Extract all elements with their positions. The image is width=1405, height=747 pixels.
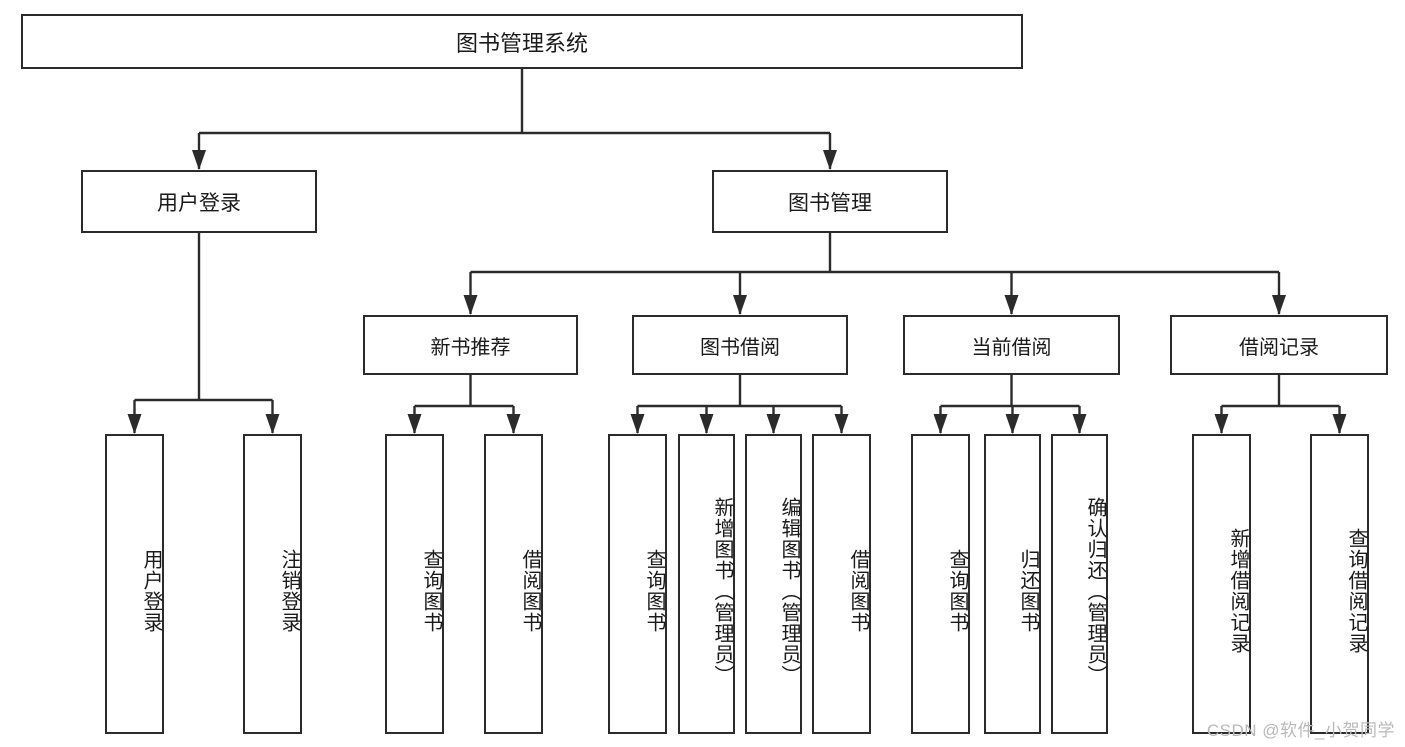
arrow-icon-book-borrow [733, 295, 747, 315]
node-label-leaf-query-book-1: 查询图书 [420, 549, 442, 633]
arrow-icon-leaf-user-logout [265, 414, 280, 434]
node-label-leaf-borrow-book-1: 借阅图书 [519, 549, 541, 633]
node-borrow-record[interactable]: 借阅记录 [1170, 315, 1388, 375]
node-label-leaf-confirm-return: 确认归还（管理员） [1084, 496, 1106, 686]
arrow-icon-leaf-query-book-2 [630, 414, 645, 434]
arrow-icon-leaf-confirm-return [1072, 414, 1087, 434]
node-label-current-borrow: 当前借阅 [971, 336, 1052, 359]
node-new-book-rec[interactable]: 新书推荐 [363, 315, 578, 375]
node-label-root: 图书管理系统 [455, 30, 588, 56]
arrow-icon-leaf-query-book-1 [407, 414, 422, 434]
arrow-icon-leaf-borrow-book-2 [834, 414, 849, 434]
node-label-leaf-edit-book: 编辑图书（管理员） [778, 496, 800, 686]
watermark-text: CSDN @软件_小贺同学 [1206, 721, 1395, 740]
node-label-leaf-add-book: 新增图书（管理员） [711, 496, 733, 686]
node-label-book-manage: 图书管理 [788, 191, 872, 215]
node-leaf-query-book-3[interactable]: 查询图书 [911, 434, 970, 734]
arrow-icon-new-book-rec [463, 295, 478, 315]
node-book-manage[interactable]: 图书管理 [712, 170, 948, 233]
node-leaf-add-book[interactable]: 新增图书（管理员） [678, 434, 735, 734]
node-leaf-edit-book[interactable]: 编辑图书（管理员） [745, 434, 802, 734]
node-leaf-add-record[interactable]: 新增借阅记录 [1192, 434, 1251, 734]
node-label-leaf-return-book: 归还图书 [1017, 549, 1039, 633]
arrow-icon-leaf-return-book [1005, 414, 1020, 434]
node-leaf-return-book[interactable]: 归还图书 [984, 434, 1041, 734]
node-leaf-query-book-2[interactable]: 查询图书 [608, 434, 667, 734]
arrow-icon-leaf-user-login [127, 414, 142, 434]
arrow-icon-borrow-record [1272, 295, 1286, 315]
node-label-user-login: 用户登录 [157, 191, 241, 215]
node-label-leaf-query-book-3: 查询图书 [946, 549, 968, 633]
arrow-icon-user-login [192, 150, 206, 170]
node-book-borrow[interactable]: 图书借阅 [632, 315, 848, 375]
node-label-leaf-user-login: 用户登录 [140, 549, 162, 633]
node-leaf-user-logout[interactable]: 注销登录 [243, 434, 302, 734]
node-leaf-borrow-book-2[interactable]: 借阅图书 [812, 434, 871, 734]
arrow-icon-leaf-edit-book [766, 414, 781, 434]
node-root[interactable]: 图书管理系统 [21, 14, 1023, 69]
node-label-leaf-query-record: 查询借阅记录 [1345, 528, 1367, 654]
node-leaf-query-record[interactable]: 查询借阅记录 [1310, 434, 1369, 734]
arrow-icon-current-borrow [1004, 295, 1019, 315]
node-label-borrow-record: 借阅记录 [1239, 336, 1319, 359]
node-label-new-book-rec: 新书推荐 [430, 336, 511, 359]
node-user-login[interactable]: 用户登录 [81, 170, 317, 233]
node-label-leaf-user-logout: 注销登录 [278, 549, 300, 633]
node-current-borrow[interactable]: 当前借阅 [903, 315, 1120, 375]
node-leaf-user-login[interactable]: 用户登录 [105, 434, 164, 734]
node-label-leaf-query-book-2: 查询图书 [643, 549, 665, 633]
arrow-icon-leaf-add-record [1214, 414, 1229, 434]
node-label-leaf-add-record: 新增借阅记录 [1227, 528, 1249, 654]
node-label-leaf-borrow-book-2: 借阅图书 [847, 549, 869, 633]
arrow-icon-leaf-add-book [699, 414, 714, 434]
node-leaf-query-book-1[interactable]: 查询图书 [385, 434, 444, 734]
node-leaf-borrow-book-1[interactable]: 借阅图书 [484, 434, 543, 734]
arrow-icon-book-manage [823, 150, 837, 170]
node-label-book-borrow: 图书借阅 [700, 336, 780, 359]
arrow-icon-leaf-borrow-book-1 [506, 414, 521, 434]
arrow-icon-leaf-query-book-3 [933, 414, 948, 434]
node-leaf-confirm-return[interactable]: 确认归还（管理员） [1051, 434, 1108, 734]
arrow-icon-leaf-query-record [1332, 414, 1347, 434]
